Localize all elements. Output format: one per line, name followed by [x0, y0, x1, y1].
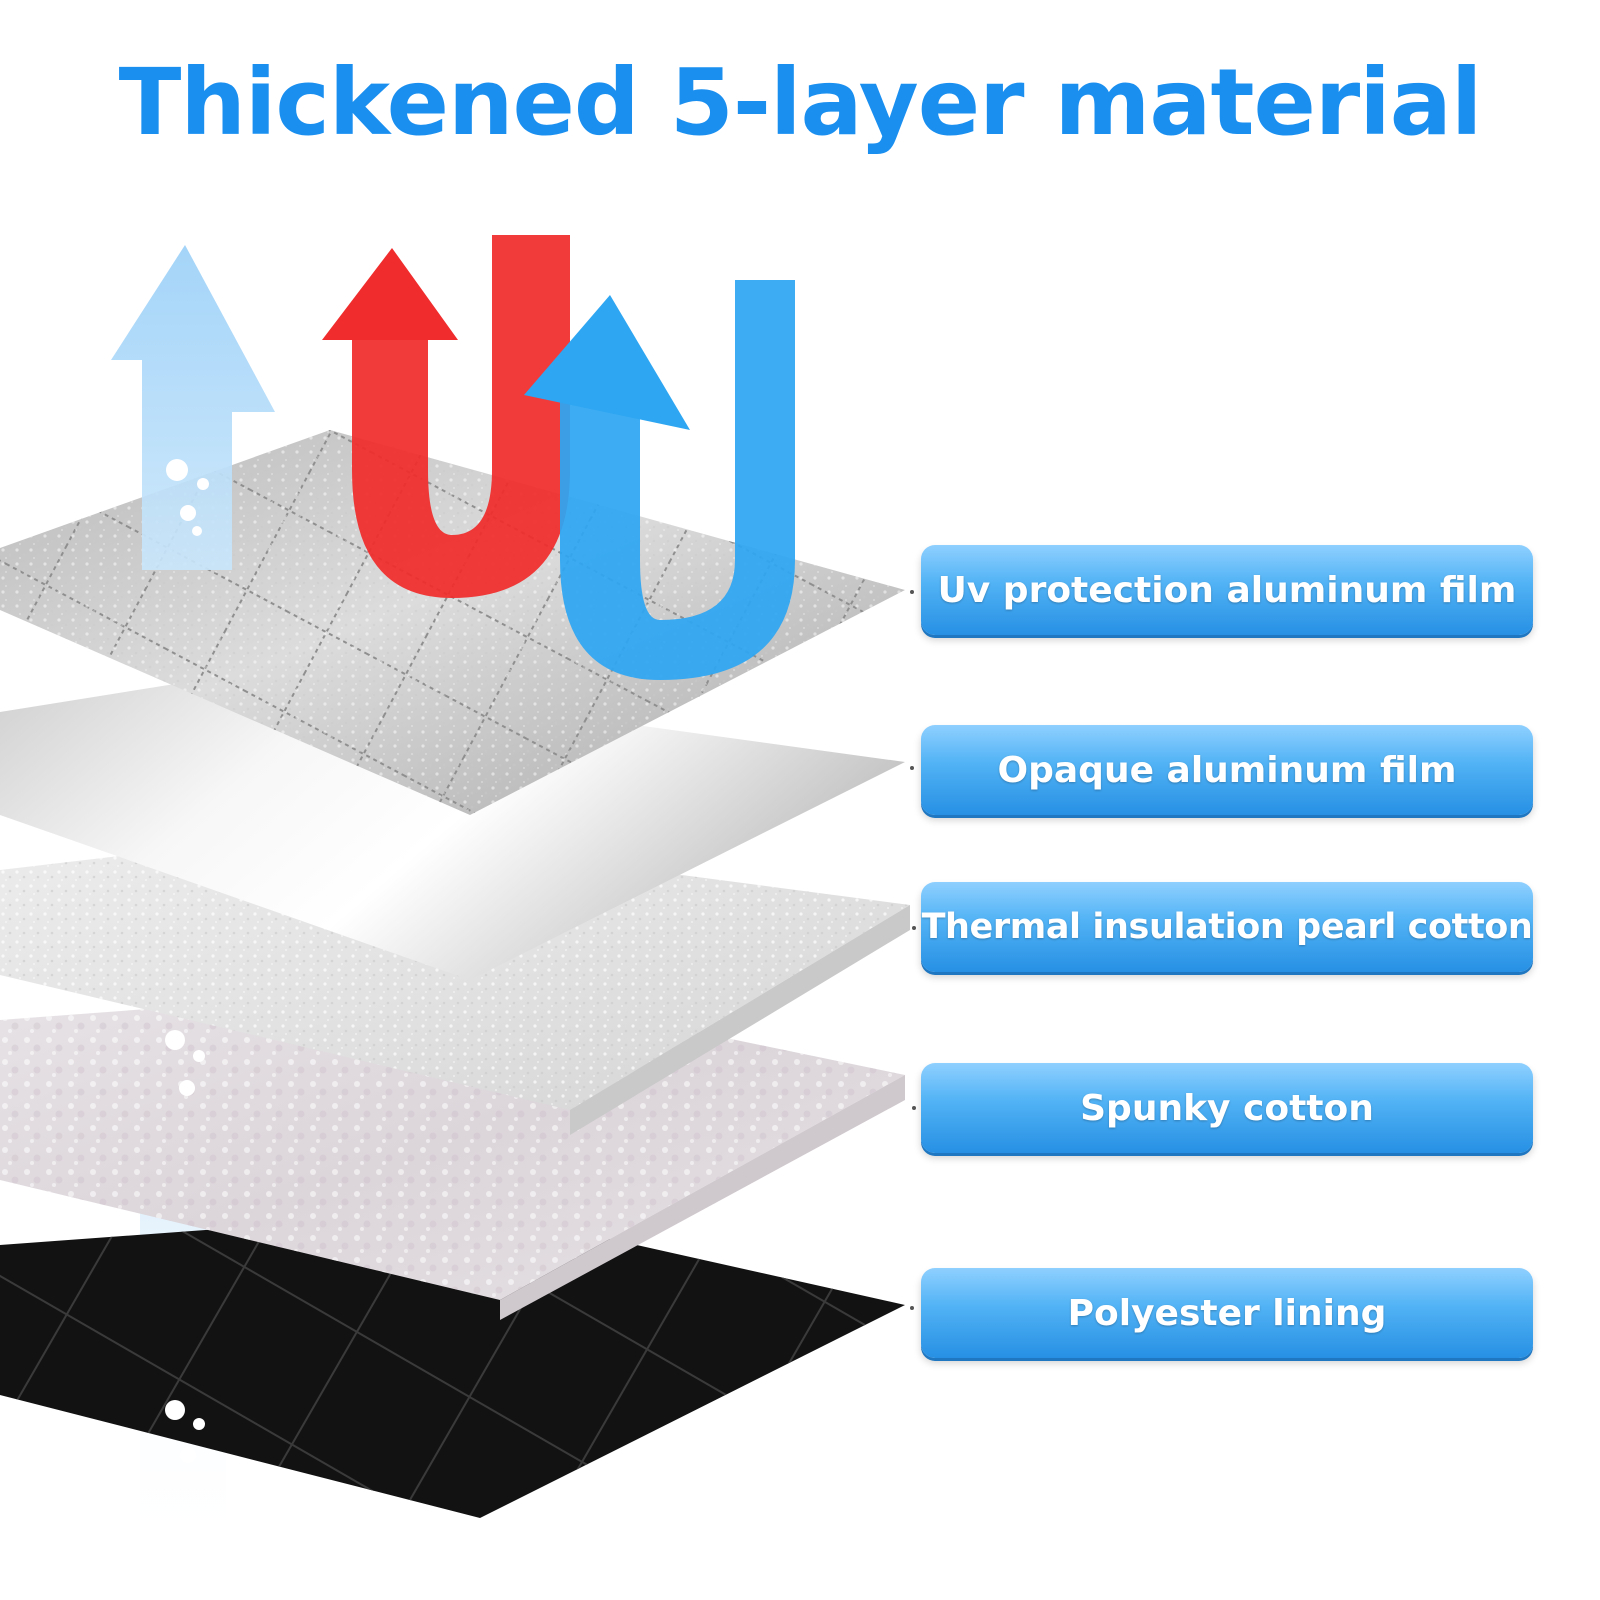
polyester-lining-layer: [0, 1210, 905, 1518]
layer-label-polyester-lining: Polyester lining: [921, 1268, 1533, 1358]
hot-u-turn-arrow-icon: [322, 235, 570, 598]
layer-label-opaque-aluminum: Opaque aluminum film: [921, 725, 1533, 815]
vapor-up-arrow-icon: [111, 245, 275, 1463]
opaque-aluminum-layer: [0, 672, 905, 980]
cold-u-turn-arrow-icon: [524, 280, 795, 680]
leader-dots: [910, 590, 916, 1310]
page-title: Thickened 5-layer material: [118, 49, 1483, 156]
layer-label-text: Uv protection aluminum film: [937, 569, 1517, 611]
layer-label-text: Spunky cotton: [1080, 1087, 1374, 1129]
layer-label-text: Polyester lining: [1067, 1292, 1387, 1334]
layer-label-pearl-cotton: Thermal insulation pearl cotton: [921, 882, 1533, 972]
layer-label-text: Thermal insulation pearl cotton: [921, 907, 1533, 947]
layer-label-uv-protection: Uv protection aluminum film: [921, 545, 1533, 635]
layer-label-spunky-cotton: Spunky cotton: [921, 1063, 1533, 1153]
layer-label-text: Opaque aluminum film: [997, 749, 1457, 791]
